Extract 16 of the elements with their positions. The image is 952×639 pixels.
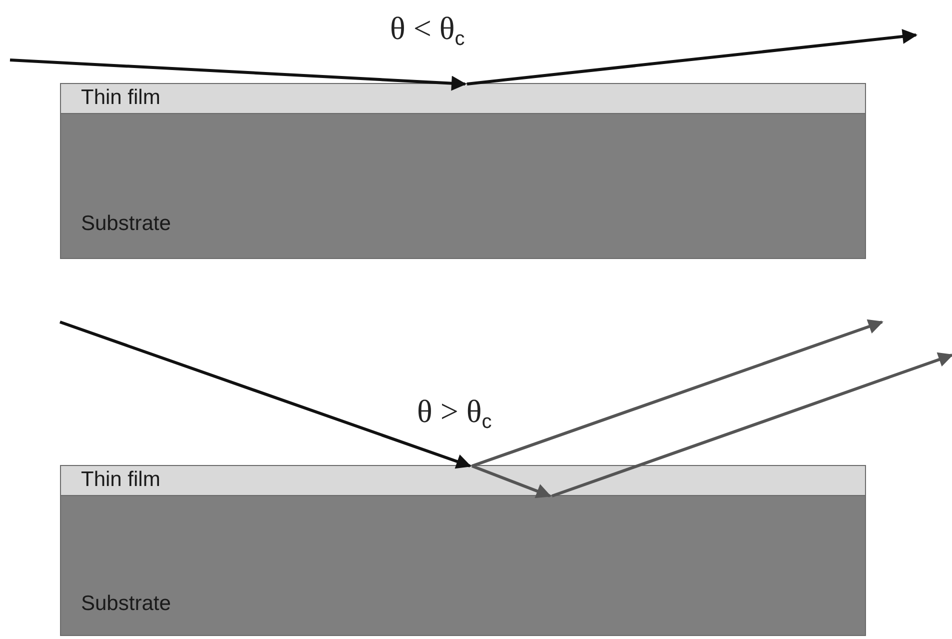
layer-label: Thin film	[81, 86, 160, 110]
substrate-block	[60, 113, 866, 259]
light-ray-arrow	[10, 58, 466, 91]
angle-condition-label: θ > θ$_{c}$	[417, 393, 492, 434]
light-ray-arrow	[472, 319, 884, 468]
thin-film-layer	[60, 465, 866, 496]
layer-label: Substrate	[81, 212, 171, 236]
thin-film-layer	[60, 83, 866, 114]
light-ray-arrow	[466, 29, 918, 86]
substrate-block	[60, 495, 866, 636]
light-ray-arrow	[471, 464, 552, 498]
light-ray-arrow	[552, 352, 952, 498]
layer-label: Substrate	[81, 592, 171, 616]
layer-label: Thin film	[81, 468, 160, 492]
angle-condition-label: θ < θ$_{c}$	[390, 10, 465, 51]
light-ray-arrow	[60, 320, 472, 469]
